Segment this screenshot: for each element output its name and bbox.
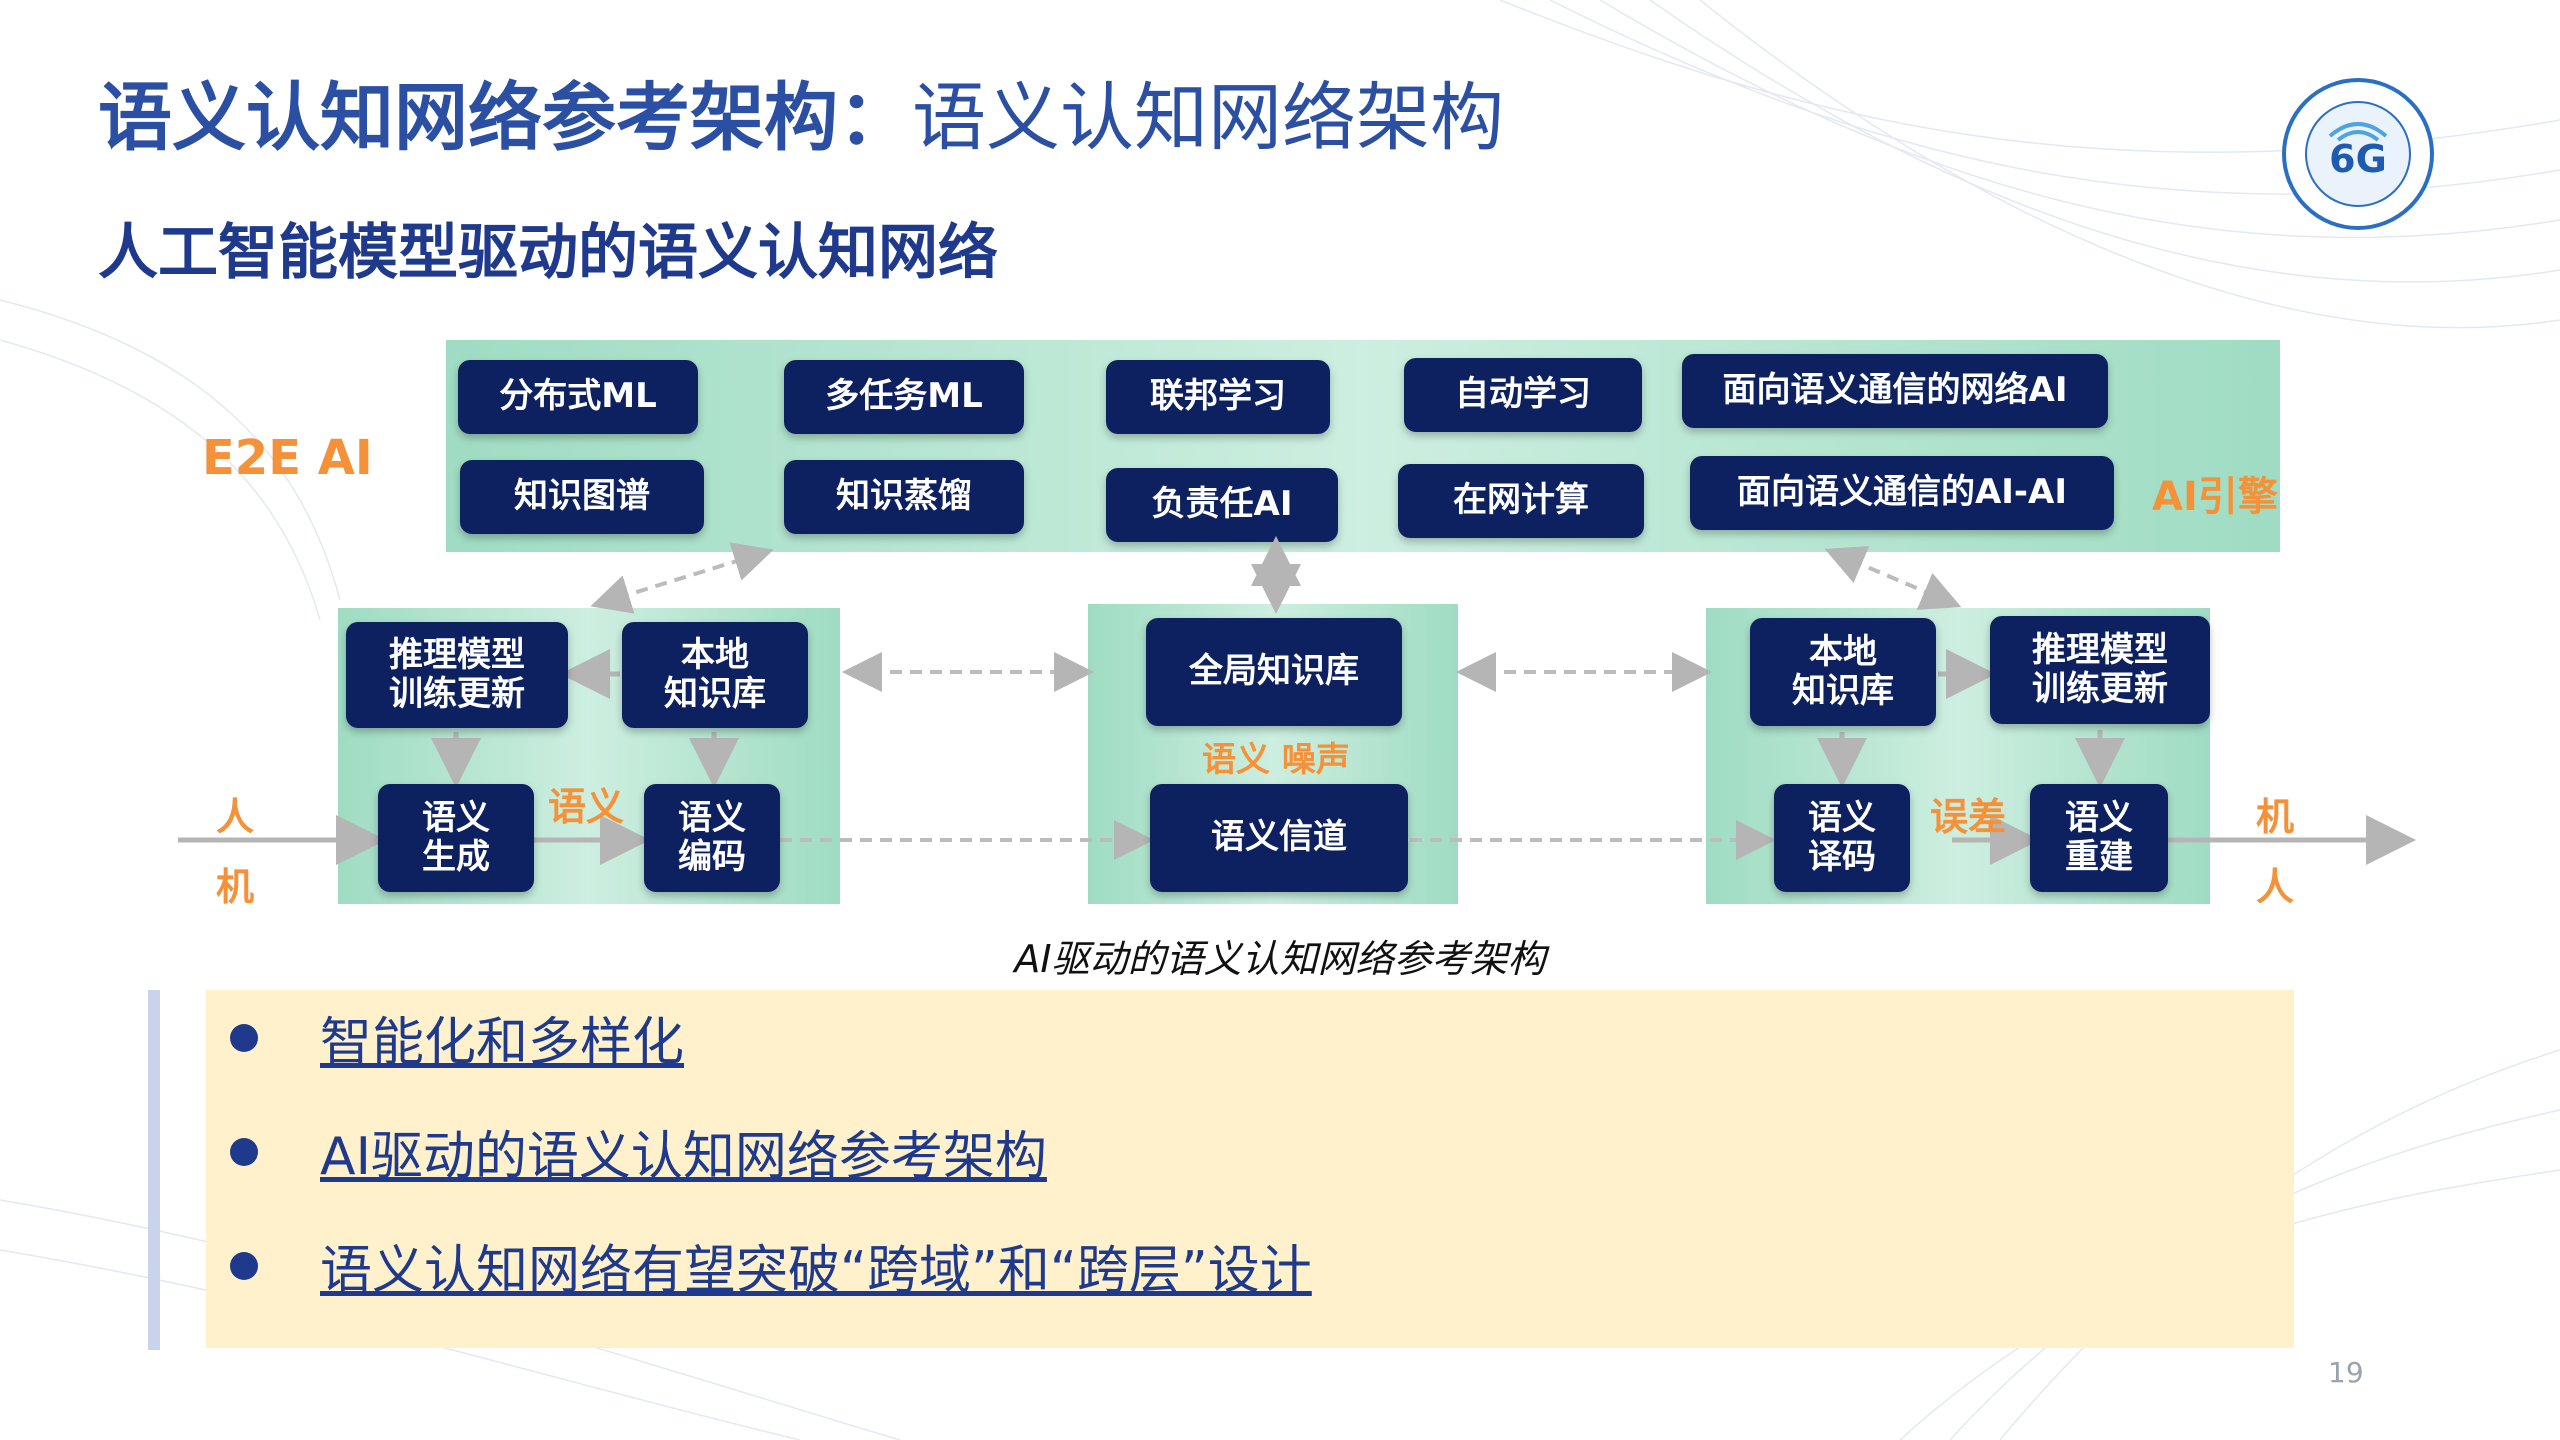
- engine-block-knowledge-distillation: 知识蒸馏: [784, 460, 1024, 534]
- left-endpoint-human: 人: [216, 795, 255, 839]
- semantic-label: 语义: [548, 785, 625, 829]
- error-label: 误差: [1930, 795, 2007, 839]
- bullet-item[interactable]: 语义认知网络有望突破“跨域”和“跨层”设计: [230, 1228, 1312, 1303]
- bullet-item[interactable]: 智能化和多样化: [230, 1000, 684, 1075]
- bullet-dot-icon: [230, 1023, 258, 1052]
- engine-block-responsible-ai: 负责任AI: [1106, 468, 1338, 542]
- slide-title: 语义认知网络参考架构：语义认知网络架构: [98, 75, 1504, 161]
- title-rest: 语义认知网络架构: [912, 75, 1504, 161]
- title-main: 语义认知网络参考架构：: [98, 75, 912, 161]
- right-endpoint-human: 人: [2256, 865, 2295, 909]
- bullet-item[interactable]: AI驱动的语义认知网络参考架构: [230, 1114, 1047, 1189]
- bullet-dot-icon: [230, 1137, 258, 1166]
- semantic-noise-label: 语义 噪声: [1202, 740, 1350, 780]
- global-kb-block: 全局知识库: [1146, 618, 1402, 726]
- bullet-box: [206, 990, 2294, 1348]
- engine-block-federated-learning: 联邦学习: [1106, 360, 1330, 434]
- tx-local-kb-block: 本地 知识库: [622, 622, 808, 728]
- left-endpoint-machine: 机: [216, 865, 255, 909]
- semantic-generation-block: 语义 生成: [378, 784, 534, 892]
- tx-infer-train-block: 推理模型 训练更新: [346, 622, 568, 728]
- ai-engine-label: AI引擎: [2152, 474, 2278, 520]
- engine-block-ai-ai: 面向语义通信的AI-AI: [1690, 456, 2114, 530]
- bullet-link[interactable]: 智能化和多样化: [320, 1013, 685, 1073]
- rx-infer-train-block: 推理模型 训练更新: [1990, 616, 2210, 724]
- engine-block-network-ai: 面向语义通信的网络AI: [1682, 354, 2108, 428]
- page-number: 19: [2328, 1356, 2364, 1389]
- bullet-link[interactable]: 语义认知网络有望突破“跨域”和“跨层”设计: [320, 1241, 1312, 1301]
- bullet-accent-bar: [148, 990, 160, 1350]
- right-endpoint-machine: 机: [2256, 795, 2295, 839]
- semantic-encoding-block: 语义 编码: [644, 784, 780, 892]
- rx-local-kb-block: 本地 知识库: [1750, 618, 1936, 726]
- bullet-link[interactable]: AI驱动的语义认知网络参考架构: [320, 1127, 1047, 1187]
- engine-block-auto-learning: 自动学习: [1404, 358, 1642, 432]
- semantic-channel-block: 语义信道: [1150, 784, 1408, 892]
- 6g-logo-icon: 6G: [2282, 78, 2434, 230]
- slide-subtitle: 人工智能模型驱动的语义认知网络: [98, 218, 998, 288]
- engine-block-multitask-ml: 多任务ML: [784, 360, 1024, 434]
- logo-center-text: 6G: [2329, 137, 2387, 181]
- engine-block-in-network-computing: 在网计算: [1398, 464, 1644, 538]
- diagram-caption: AI驱动的语义认知网络参考架构: [1014, 937, 1546, 981]
- semantic-decoding-block: 语义 译码: [1774, 784, 1910, 892]
- semantic-rebuild-block: 语义 重建: [2030, 784, 2168, 892]
- engine-block-distributed-ml: 分布式ML: [458, 360, 698, 434]
- e2e-ai-label: E2E AI: [202, 430, 373, 486]
- bullet-dot-icon: [230, 1251, 258, 1280]
- engine-block-knowledge-graph: 知识图谱: [460, 460, 704, 534]
